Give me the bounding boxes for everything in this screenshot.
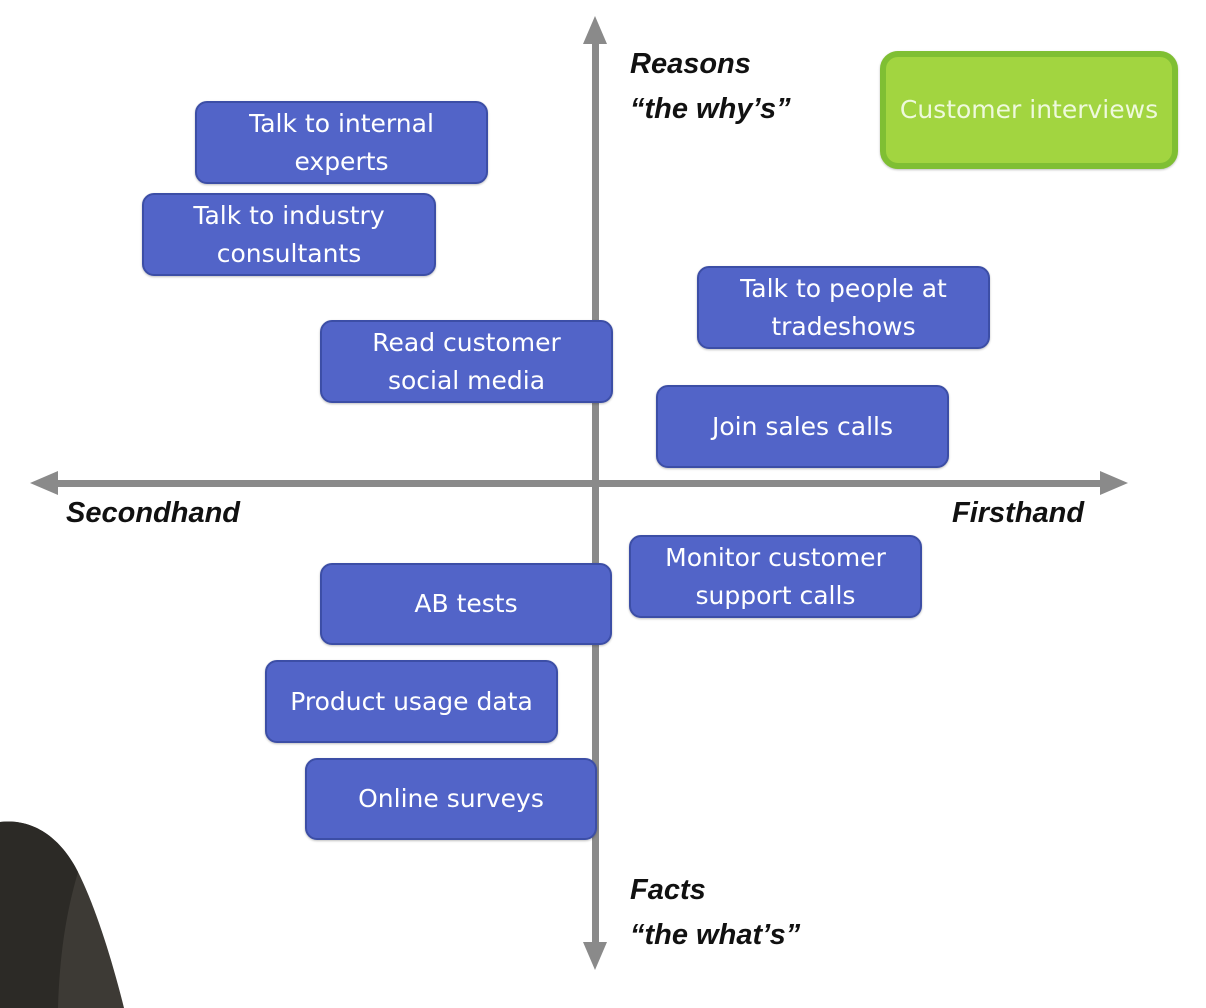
online-surveys-card: Online surveys [305, 758, 597, 840]
top-axis-subtitle: “the why’s” [630, 92, 791, 125]
bottom-axis-title: Facts [630, 874, 706, 906]
industry-consultants-card: Talk to industry consultants [142, 193, 436, 276]
customer-interviews-label: Customer interviews [899, 95, 1159, 124]
product-usage-card: Product usage data [265, 660, 558, 743]
tradeshows-label: Talk to people at tradeshows [740, 273, 947, 341]
support-calls-label: Monitor customer support calls [665, 542, 886, 610]
horizontal-axis-line [52, 480, 1112, 487]
bottom-axis-label: Facts “the what’s” [630, 868, 800, 958]
sales-calls-card: Join sales calls [656, 385, 949, 468]
online-surveys-label: Online surveys [358, 784, 544, 813]
product-usage-label: Product usage data [290, 686, 533, 716]
tradeshows-card: Talk to people at tradeshows [697, 266, 990, 349]
customer-interviews-box: Customer interviews [880, 51, 1178, 169]
customer-social-media-label: Read customer social media [372, 327, 561, 395]
internal-experts-label: Talk to internal experts [249, 108, 434, 176]
top-axis-title: Reasons [630, 48, 751, 80]
right-axis-label: Firsthand [952, 497, 1085, 529]
left-arrowhead [30, 471, 58, 495]
internal-experts-card: Talk to internal experts [195, 101, 488, 184]
vertical-axis-line [592, 40, 599, 948]
customer-social-media-card: Read customer social media [320, 320, 613, 403]
top-axis-label: Reasons “the why’s” [630, 42, 791, 132]
support-calls-card: Monitor customer support calls [629, 535, 922, 618]
ab-tests-label: AB tests [414, 589, 518, 618]
sales-calls-label: Join sales calls [711, 411, 894, 441]
ab-tests-card: AB tests [320, 563, 612, 645]
industry-consultants-label: Talk to industry consultants [193, 200, 385, 268]
right-arrowhead [1100, 471, 1128, 495]
top-arrowhead [583, 16, 607, 44]
left-axis-label: Secondhand [66, 497, 241, 529]
bottom-arrowhead [583, 942, 607, 970]
bottom-axis-subtitle: “the what’s” [630, 918, 801, 951]
